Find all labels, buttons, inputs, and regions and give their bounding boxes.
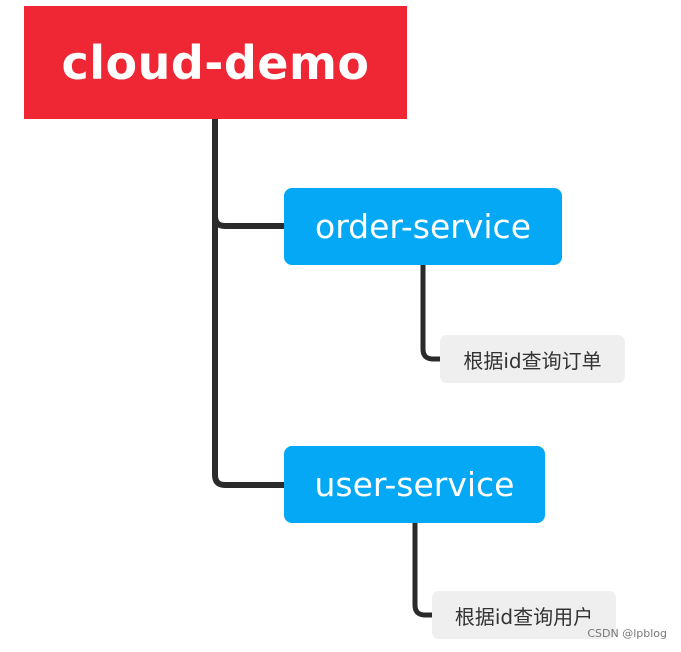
root-node-cloud-demo: cloud-demo — [24, 6, 407, 119]
user-service-description: 根据id查询用户 — [432, 591, 616, 639]
watermark: CSDN @lpblog — [587, 627, 667, 640]
root-to-order-service-connector — [212, 213, 287, 229]
user-service-to-user-leaf-connector — [412, 520, 435, 618]
service-node-user-service: user-service — [284, 446, 545, 523]
service-node-order-service: order-service — [284, 188, 562, 265]
root-trunk-connector — [212, 116, 287, 488]
order-service-to-order-leaf-connector — [420, 262, 443, 362]
order-service-description: 根据id查询订单 — [440, 335, 625, 383]
